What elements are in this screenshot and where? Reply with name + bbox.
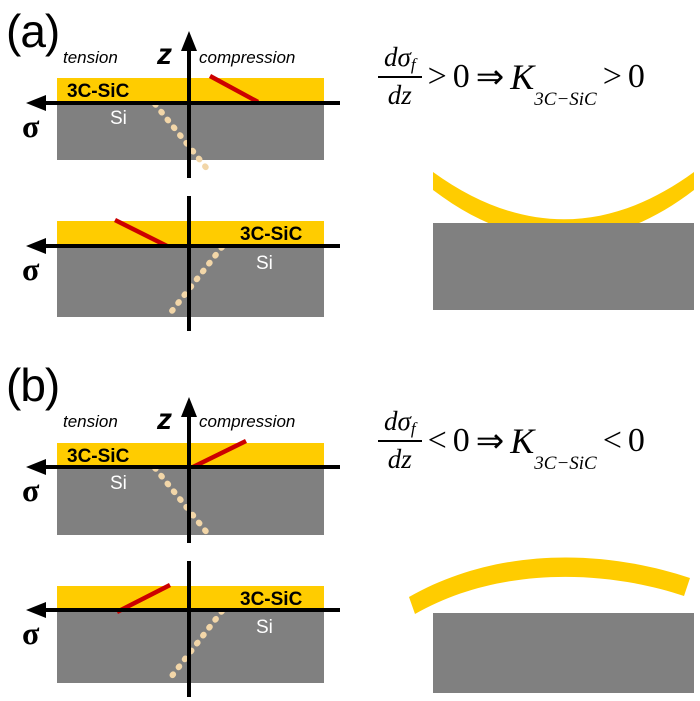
z-arrowhead-b1 (181, 397, 197, 417)
bent-film-b (409, 557, 690, 614)
equation-a-zero-right: 0 (627, 57, 645, 95)
stack-a2 (26, 196, 340, 331)
film-label-a1: 3C-SiC (67, 81, 130, 102)
stress-profile-line-b2 (115, 582, 172, 615)
equation-a-numerator: dσf (378, 42, 422, 79)
equation-a-implies-arrow-icon: ⇒ (475, 58, 505, 96)
equation-b-num-d: dσ (384, 406, 411, 436)
stack-b2 (26, 561, 340, 697)
sigma-arrowhead-a1 (26, 95, 46, 111)
equation-b-fraction: dσf dz (378, 406, 422, 475)
film-label-b2: 3C-SiC (240, 589, 303, 610)
substrate-label-a2: Si (256, 253, 273, 274)
neutral-axis-dotted-b1 (152, 465, 211, 537)
equation-b-zero-left: 0 (452, 421, 470, 459)
equation-a-k-relation: > (602, 57, 622, 95)
panel-b-label: (b) (6, 359, 60, 411)
equation-a-k-symbol: K (510, 56, 535, 97)
substrate-label-a1: Si (110, 108, 127, 129)
stack-a1 (26, 31, 340, 178)
tension-label-a1: tension (63, 48, 118, 67)
neutral-axis-dotted-b2 (165, 608, 225, 684)
substrate-label-b2: Si (256, 617, 273, 638)
bent-film-a (433, 172, 694, 240)
sigma-axis-label-b1: σ (22, 472, 40, 508)
sigma-arrowhead-a2 (26, 238, 46, 254)
panel-a-label: (a) (6, 5, 60, 57)
equation-b-k-symbol: K (510, 420, 535, 461)
equation-b-relation: < (427, 421, 447, 459)
tension-label-b1: tension (63, 412, 118, 431)
stack-b1 (26, 397, 340, 543)
film-label-b1: 3C-SiC (67, 446, 130, 467)
neutral-axis-dotted-a2 (165, 244, 225, 319)
equation-b-num-sub: f (410, 419, 416, 439)
z-arrowhead-a1 (181, 31, 197, 51)
equation-a-relation: > (427, 57, 447, 95)
wafer-illustration-b (409, 557, 694, 693)
equation-a: dσf dz >0⇒K3C−SiC>0 (378, 42, 698, 111)
stress-profile-line-a1 (208, 74, 260, 104)
equation-a-denominator: dz (387, 80, 412, 111)
sigma-axis-label-a1: σ (22, 108, 40, 144)
equation-b-k-relation: < (602, 421, 622, 459)
equation-b-numerator: dσf (378, 406, 422, 443)
equation-a-k-subscript: 3C−SiC (534, 89, 597, 111)
equation-b-implies-arrow-icon: ⇒ (475, 422, 505, 460)
equation-b-k-subscript: 3C−SiC (534, 453, 597, 475)
sigma-arrowhead-b1 (26, 459, 46, 475)
equation-b: dσf dz <0⇒K3C−SiC<0 (378, 406, 698, 475)
substrate-label-b1: Si (110, 473, 127, 494)
sigma-arrowhead-b2 (26, 602, 46, 618)
film-label-a2: 3C-SiC (240, 224, 303, 245)
equation-a-fraction: dσf dz (378, 42, 422, 111)
compression-label-a1: compression (199, 48, 296, 67)
stress-profile-line-a2 (113, 217, 169, 249)
equation-b-denominator: dz (387, 444, 412, 475)
equation-b-zero-right: 0 (627, 421, 645, 459)
compression-label-b1: compression (199, 412, 296, 431)
neutral-axis-dotted-a1 (152, 101, 211, 173)
sigma-axis-label-a2: σ (22, 251, 40, 287)
equation-a-num-d: dσ (384, 42, 411, 72)
z-axis-label-b1: z (157, 403, 172, 436)
stress-profile-line-b1 (192, 438, 247, 470)
equation-a-num-sub: f (410, 55, 416, 75)
equation-a-zero-left: 0 (452, 57, 470, 95)
z-axis-label-a1: z (157, 38, 172, 71)
wafer-illustration-a (433, 172, 694, 310)
wafer-substrate-b (433, 613, 694, 693)
sigma-axis-label-b2: σ (22, 615, 40, 651)
wafer-substrate-a (433, 223, 694, 310)
